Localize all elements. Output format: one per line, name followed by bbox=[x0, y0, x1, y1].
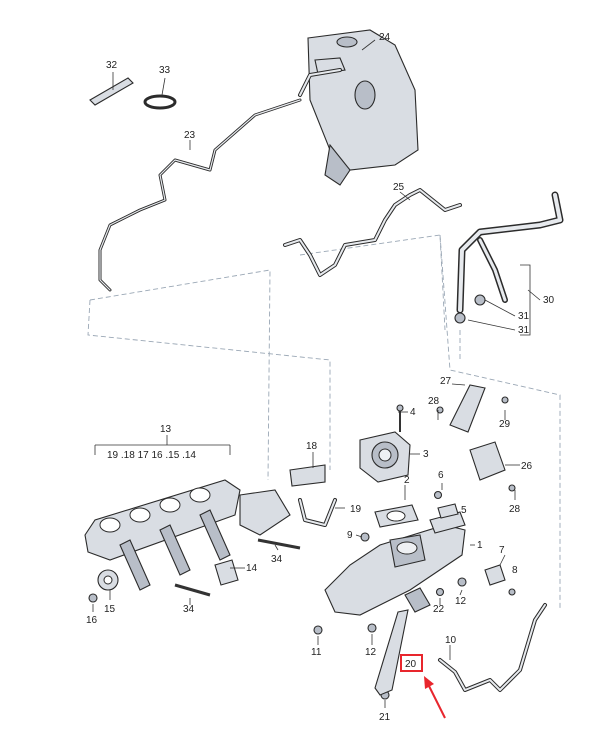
part-19-pipe bbox=[298, 498, 337, 527]
fastener-11 bbox=[313, 625, 323, 635]
label-13-sub: 19 .18 17 16 .15 .14 bbox=[107, 450, 196, 461]
label-16: 16 bbox=[86, 615, 98, 626]
label-19: 19 bbox=[350, 504, 362, 515]
fastener-22 bbox=[435, 587, 445, 597]
part-28-bolts bbox=[436, 406, 516, 492]
assembly-dashed-lines bbox=[87, 234, 561, 610]
part-32-clip bbox=[89, 77, 134, 106]
label-12b: 12 bbox=[365, 647, 377, 658]
fastener-9 bbox=[360, 532, 370, 542]
label-27: 27 bbox=[440, 376, 452, 387]
label-3: 3 bbox=[423, 449, 429, 460]
label-33: 33 bbox=[159, 65, 171, 76]
part-2-gasket bbox=[374, 504, 419, 528]
part-labels: 24 32 33 23 25 30 31 31 27 28 29 26 28 4… bbox=[86, 32, 555, 723]
fastener-12 bbox=[367, 577, 467, 633]
label-8: 8 bbox=[512, 565, 518, 576]
label-14: 14 bbox=[246, 563, 258, 574]
label-34a: 34 bbox=[271, 554, 283, 565]
fastener-7-8 bbox=[484, 564, 516, 596]
label-29: 29 bbox=[499, 419, 511, 430]
label-23: 23 bbox=[184, 130, 196, 141]
fastener-6 bbox=[433, 490, 443, 500]
highlight-part-20 bbox=[400, 654, 446, 719]
label-24: 24 bbox=[379, 32, 391, 43]
label-31a: 31 bbox=[518, 311, 530, 322]
part-34-studs bbox=[174, 538, 301, 597]
label-6: 6 bbox=[438, 470, 444, 481]
leader-lines bbox=[92, 39, 541, 708]
label-9: 9 bbox=[347, 530, 353, 541]
part-1-manifold-housing bbox=[324, 511, 466, 616]
part-3-throttle-body bbox=[359, 431, 411, 483]
label-10: 10 bbox=[445, 635, 457, 646]
label-34b: 34 bbox=[183, 604, 195, 615]
label-4: 4 bbox=[410, 407, 416, 418]
label-22: 22 bbox=[433, 604, 445, 615]
label-21: 21 bbox=[379, 712, 391, 723]
label-28b: 28 bbox=[509, 504, 521, 515]
label-32: 32 bbox=[106, 60, 118, 71]
part-23-line bbox=[98, 98, 302, 292]
part-18-sensor bbox=[289, 464, 326, 487]
part-20-bracket bbox=[374, 609, 409, 696]
label-2: 2 bbox=[404, 475, 410, 486]
part-29-bolt bbox=[501, 396, 509, 404]
label-28a: 28 bbox=[428, 396, 440, 407]
label-1: 1 bbox=[477, 540, 483, 551]
label-11: 11 bbox=[311, 647, 322, 658]
label-26: 26 bbox=[521, 461, 533, 472]
part-30-coolant-hose bbox=[454, 191, 564, 324]
part-14-gasket bbox=[214, 559, 239, 586]
part-13-intake-manifold bbox=[84, 479, 291, 591]
part-16-bolt bbox=[88, 593, 98, 603]
part-15-flange bbox=[97, 569, 119, 591]
label-12: 12 bbox=[455, 596, 467, 607]
part-25-breather-line bbox=[283, 188, 462, 277]
label-25: 25 bbox=[393, 182, 405, 193]
fastener-5 bbox=[437, 503, 459, 519]
part-27-bracket bbox=[449, 384, 486, 433]
label-30: 30 bbox=[543, 295, 555, 306]
label-20: 20 bbox=[405, 659, 417, 670]
label-18: 18 bbox=[306, 441, 318, 452]
part-4-bolt bbox=[396, 404, 404, 432]
part-26-bracket bbox=[469, 441, 506, 481]
label-13: 13 bbox=[160, 424, 172, 435]
part-10-pipe bbox=[438, 603, 547, 692]
label-5: 5 bbox=[461, 505, 467, 516]
label-31b: 31 bbox=[518, 325, 530, 336]
label-7: 7 bbox=[499, 545, 505, 556]
part-24-air-box bbox=[298, 29, 419, 186]
label-15: 15 bbox=[104, 604, 116, 615]
part-33-hose-clamp bbox=[143, 94, 177, 110]
